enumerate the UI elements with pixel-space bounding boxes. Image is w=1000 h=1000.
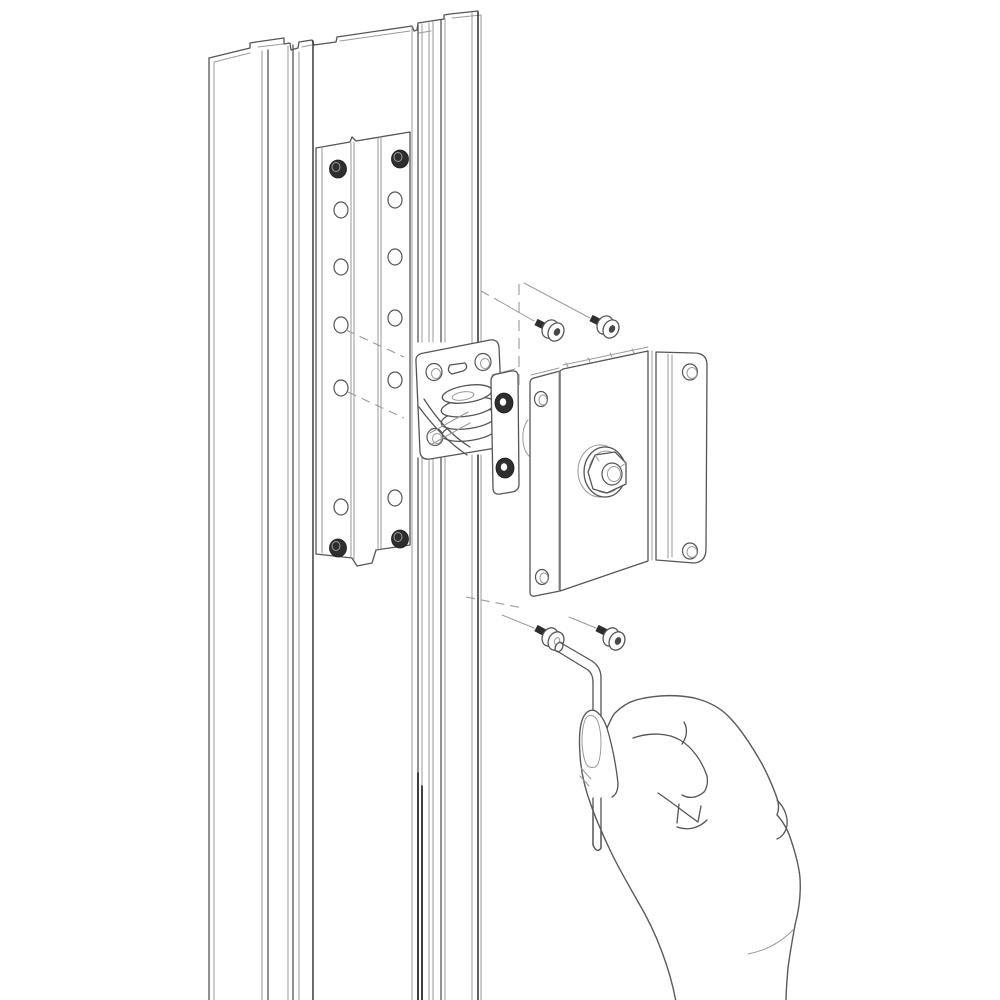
bracket-flange <box>655 351 708 564</box>
plate-screw-part <box>391 149 409 169</box>
plate-screw-part <box>331 541 341 551</box>
swivel-mechanism-part <box>429 411 469 434</box>
link-screw <box>495 457 515 479</box>
screw-top-left <box>534 318 565 342</box>
plate-hole <box>387 371 403 389</box>
center-bolt-part <box>594 454 627 468</box>
plate-hole <box>387 489 403 507</box>
bracket-hole-part <box>686 367 698 379</box>
bracket-left-panel <box>529 370 561 597</box>
screw-top-right <box>589 314 620 339</box>
rail-slot-shadow <box>417 772 423 1000</box>
plate-hole <box>387 191 403 209</box>
bracket-tab <box>522 419 530 457</box>
hinge-plate-part <box>474 352 492 372</box>
finger-tip <box>681 791 705 799</box>
swivel-mechanism-part <box>451 391 475 401</box>
mounting-rail <box>208 10 482 1000</box>
plate-hole <box>387 248 403 266</box>
vesa-bracket-part <box>565 348 635 368</box>
screw-bottom-right <box>595 624 626 651</box>
upper-screws <box>480 282 620 385</box>
allen-key-tip <box>592 797 602 852</box>
plate-screw-part <box>393 152 403 162</box>
plate-hole <box>333 379 349 397</box>
swivel-arm <box>423 398 471 448</box>
leader-line <box>523 282 591 319</box>
screw-bottom-left <box>534 624 565 651</box>
center-bolt <box>577 444 627 498</box>
plate-screw <box>391 149 409 169</box>
bracket-hole-part <box>539 572 549 584</box>
link-screw-part <box>500 463 508 471</box>
bracket-hole-part <box>538 394 548 406</box>
hinge-plate-part <box>431 368 441 379</box>
rail-top-thickness <box>213 14 482 63</box>
vesa-bracket <box>522 346 708 597</box>
plate-hole <box>333 316 349 334</box>
second-finger <box>657 792 708 830</box>
plate-screw-part <box>393 532 403 542</box>
hinge-plate-part <box>480 358 490 369</box>
axis-dash <box>465 596 524 609</box>
bracket-hole <box>534 568 550 586</box>
bracket-hole-part <box>686 546 698 558</box>
adapter-plate-body <box>315 131 411 567</box>
finger-separation <box>681 721 688 745</box>
bracket-hole <box>533 390 549 408</box>
link-screw-part <box>499 398 507 406</box>
plate-hole <box>333 498 349 516</box>
leader-line <box>568 616 597 629</box>
plate-hole <box>333 201 349 219</box>
rail-top-profile <box>208 10 479 59</box>
plate-hole <box>387 309 403 327</box>
thumb-inner-edge <box>606 727 619 798</box>
plate-screw <box>329 159 347 179</box>
swivel-mechanism-part <box>431 422 471 445</box>
bracket-hole <box>681 363 699 381</box>
alignment-dash-line <box>345 329 405 358</box>
axis-dash <box>480 290 500 302</box>
swivel-mechanism <box>418 384 499 456</box>
link-screw <box>494 392 514 414</box>
screw-top-left-part <box>553 328 561 336</box>
knuckle-bump <box>776 799 788 840</box>
leader-line <box>498 300 535 322</box>
plate-screw-part <box>329 159 347 179</box>
leader-line <box>501 614 535 629</box>
alignment-dash-line <box>347 391 405 419</box>
center-bolt-part <box>607 466 621 482</box>
plate-screw-part <box>331 162 341 172</box>
allen-key-bend <box>587 660 602 683</box>
lower-screws <box>465 596 626 651</box>
hand <box>578 694 801 1000</box>
vesa-bracket-part <box>530 367 560 376</box>
plate-screw <box>329 538 347 558</box>
vesa-bracket-part <box>562 346 649 366</box>
bracket-hole <box>681 542 699 560</box>
plate-screw-part <box>329 538 347 558</box>
allen-key-short-arm <box>556 642 593 671</box>
plate-screw-part <box>391 529 409 549</box>
hand-outline <box>578 694 801 1000</box>
finger-curl <box>632 733 709 793</box>
plate-hole <box>333 258 349 276</box>
wrist-crease <box>747 929 794 955</box>
screw-bottom-right-part <box>614 637 622 645</box>
hinge-plate-part <box>425 362 443 382</box>
thumb-crease <box>579 767 592 787</box>
screw-top-right-part <box>608 325 616 333</box>
center-bolt-part <box>601 462 623 486</box>
link-plate <box>490 368 520 495</box>
hinge-plate-slot <box>447 362 468 375</box>
plate-screw <box>391 529 409 549</box>
adapter-plate <box>315 131 411 567</box>
swivel-arm <box>418 406 468 456</box>
thumbnail <box>581 714 602 769</box>
